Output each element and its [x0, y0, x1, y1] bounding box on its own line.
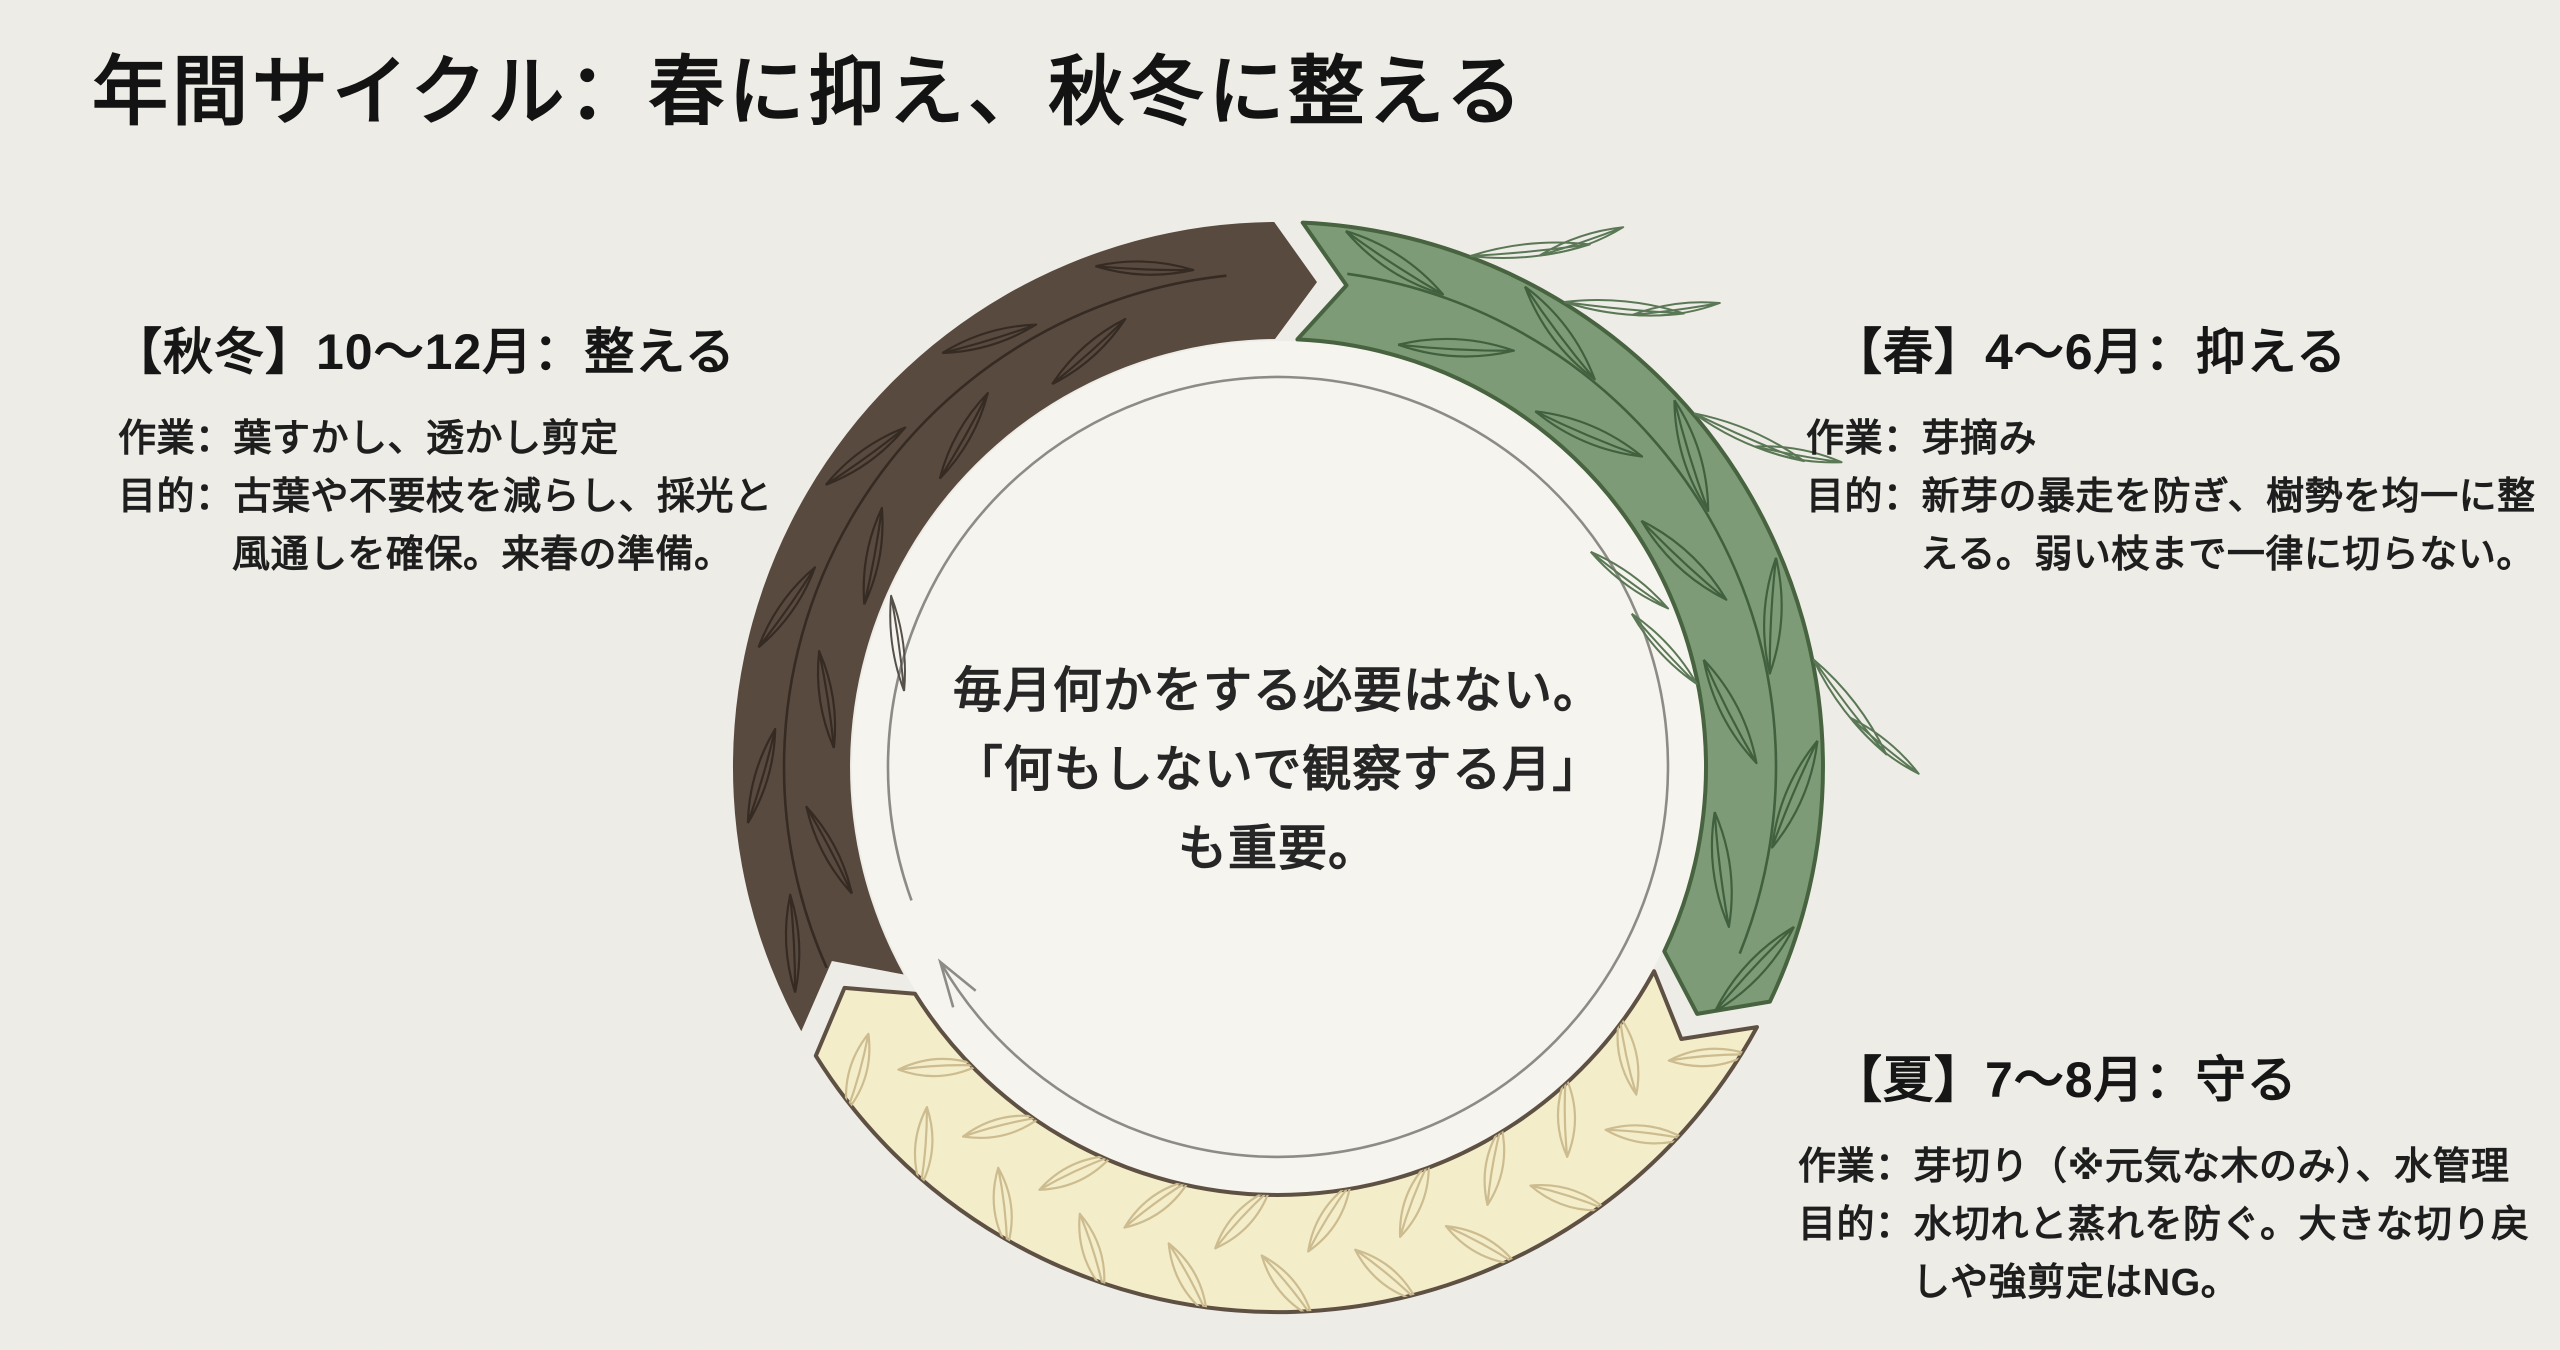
arc-segment-autumn-winter: [732, 222, 1317, 1032]
leaf-accent-spring: [1469, 226, 1920, 775]
section-summer-purpose: 目的：水切れと蒸れを防ぐ。大きな切り戻: [1798, 1204, 2530, 1246]
section-spring-purpose-cont: える。弱い枝まで一律に切らない。: [1920, 534, 2535, 576]
section-spring-purpose: 目的：新芽の暴走を防ぎ、樹勢を均一に整: [1806, 476, 2536, 518]
page-title: 年間サイクル：春に抑え、秋冬に整える: [92, 51, 1526, 135]
section-summer-purpose-cont: しや強剪定はNG。: [1912, 1262, 2240, 1304]
arc-segment-summer: [813, 969, 1759, 1315]
section-spring-work: 作業：芽摘み: [1806, 418, 2038, 460]
ring-inner-disc: [852, 341, 1704, 1193]
center-note-line-1: 毎月何かをする必要はない。: [952, 664, 1603, 718]
center-note-line-3: も重要。: [1177, 822, 1378, 876]
section-summer-work: 作業：芽切り（※元気な木のみ）、水管理: [1798, 1146, 2510, 1188]
section-summer-heading: 【夏】7〜8月：守る: [1832, 1052, 2298, 1108]
section-autumn-winter-purpose-cont: 風通しを確保。来春の準備。: [232, 534, 733, 576]
center-note-line-2: 「何もしないで観察する月」: [953, 743, 1603, 797]
section-autumn-winter-heading: 【秋冬】10〜12月：整える: [112, 324, 736, 380]
section-spring: 【春】4〜6月：抑える 作業：芽摘み 目的：新芽の暴走を防ぎ、樹勢を均一に整 え…: [1806, 312, 2536, 584]
leaf-decoration-summer: [844, 1015, 1750, 1313]
section-autumn-winter-work: 作業：葉すかし、透かし剪定: [118, 418, 619, 460]
section-spring-heading: 【春】4〜6月：抑える: [1832, 324, 2348, 380]
leaf-accent-autumn-winter: [889, 594, 906, 692]
center-note: 毎月何かをする必要はない。 「何もしないで観察する月」 も重要。: [768, 652, 1788, 889]
cycle-direction-arrowhead-icon: [937, 958, 977, 1008]
leaf-decoration-spring: [1344, 230, 1819, 1013]
leaf-decoration-autumn-winter: [746, 260, 1227, 993]
section-summer: 【夏】7〜8月：守る 作業：芽切り（※元気な木のみ）、水管理 目的：水切れと蒸れ…: [1798, 1040, 2530, 1312]
section-autumn-winter-purpose: 目的：古葉や不要枝を減らし、採光と: [118, 476, 773, 518]
arc-segment-spring: [1295, 220, 1825, 1016]
section-autumn-winter: 【秋冬】10〜12月：整える 作業：葉すかし、透かし剪定 目的：古葉や不要枝を減…: [112, 312, 773, 584]
